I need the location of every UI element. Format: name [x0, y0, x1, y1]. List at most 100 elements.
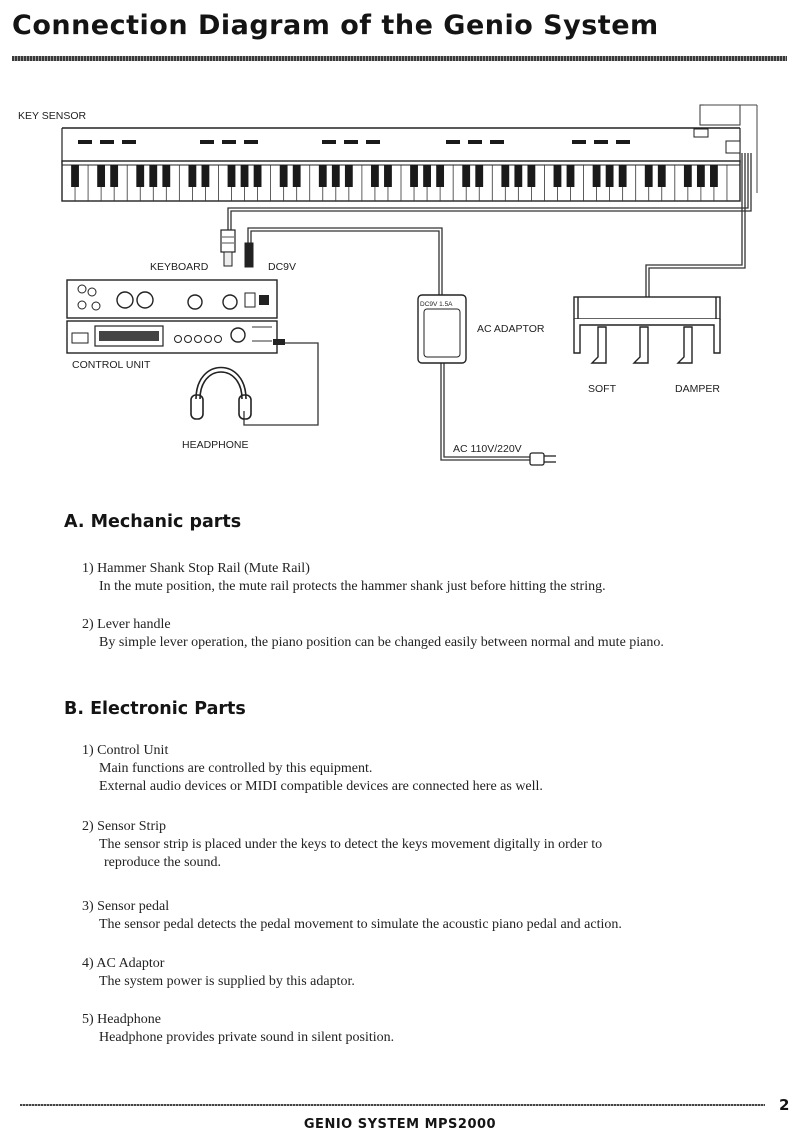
item-text: The sensor strip is placed under the key… — [99, 837, 603, 852]
item-title: 5) Headphone — [82, 1012, 161, 1027]
ac-adaptor-label: AC ADAPTOR — [477, 323, 545, 335]
item-title: 4) AC Adaptor — [82, 956, 165, 971]
dc9v-label: DC9V — [268, 261, 296, 273]
sensor-dash — [366, 140, 380, 144]
soft-label: SOFT — [588, 383, 617, 395]
list-item: 1) Control Unit Main functions are contr… — [82, 742, 543, 796]
item-title: 2) Lever handle — [82, 617, 171, 632]
black-key — [618, 165, 627, 187]
list-item: 3) Sensor pedal The sensor pedal detects… — [82, 898, 622, 934]
adaptor-rating-label: DC9V 1.5A — [420, 301, 453, 308]
sensor-dash — [468, 140, 482, 144]
black-key — [605, 165, 614, 187]
black-key — [188, 165, 197, 187]
title-rule — [12, 56, 787, 61]
footer-rule — [20, 1104, 765, 1106]
item-text: By simple lever operation, the piano pos… — [99, 635, 664, 650]
black-key — [292, 165, 301, 187]
sensor-dash — [244, 140, 258, 144]
sensor-connector — [693, 104, 758, 193]
ac-voltage-label: AC 110V/220V — [453, 443, 522, 455]
black-key — [318, 165, 327, 187]
black-key — [344, 165, 353, 187]
item-text: Main functions are controlled by this eq… — [99, 761, 373, 776]
control-unit-label: CONTROL UNIT — [72, 359, 151, 371]
list-item: 5) Headphone Headphone provides private … — [82, 1011, 394, 1047]
black-key — [410, 165, 418, 187]
dc9v-plug — [244, 242, 254, 268]
black-key — [696, 165, 705, 187]
item-text: External audio devices or MIDI compatibl… — [99, 779, 543, 794]
footer-title: GENIO SYSTEM MPS2000 — [303, 1117, 497, 1132]
sensor-dash — [322, 140, 336, 144]
key-sensor-strip — [61, 127, 741, 163]
list-item: 2) Sensor Strip The sensor strip is plac… — [82, 818, 602, 872]
sensor-dash — [490, 140, 504, 144]
ac-plug-icon — [529, 452, 556, 466]
black-key — [162, 165, 171, 187]
black-key — [201, 165, 210, 187]
black-key — [475, 165, 484, 187]
list-item: 1) Hammer Shank Stop Rail (Mute Rail) In… — [82, 560, 606, 596]
sensor-dash — [344, 140, 358, 144]
sensor-dash — [446, 140, 460, 144]
item-text: The system power is supplied by this ada… — [99, 974, 355, 989]
item-title: 1) Hammer Shank Stop Rail (Mute Rail) — [82, 561, 310, 576]
sensor-dash — [594, 140, 608, 144]
sensor-pedal — [573, 296, 721, 364]
black-key — [227, 165, 236, 187]
control-unit — [66, 279, 285, 354]
black-key — [240, 165, 249, 187]
headphone-icon — [190, 366, 252, 420]
black-key — [149, 165, 158, 187]
headphone-label: HEADPHONE — [182, 439, 249, 451]
black-key — [657, 165, 666, 187]
black-key — [136, 165, 145, 187]
sensor-dash — [200, 140, 214, 144]
item-text: Headphone provides private sound in sile… — [99, 1030, 395, 1045]
black-key — [97, 165, 106, 187]
page-number: 2 — [779, 1096, 790, 1114]
black-key — [71, 165, 79, 187]
black-key — [566, 165, 575, 187]
section-heading-electronic: B. Electronic Parts — [64, 699, 246, 719]
page-title: Connection Diagram of the Genio System — [12, 10, 659, 41]
black-key — [279, 165, 288, 187]
connection-diagram: KEY SENSOR KEYBOARD DC9V CONTROL UNIT — [18, 104, 758, 466]
black-key — [592, 165, 601, 187]
black-key — [384, 165, 392, 187]
section-heading-mechanic: A. Mechanic parts — [64, 512, 242, 532]
list-item: 4) AC Adaptor The system power is suppli… — [82, 955, 355, 991]
sensor-dash — [100, 140, 114, 144]
black-key — [423, 165, 431, 187]
black-keys — [71, 165, 718, 187]
black-key — [683, 165, 692, 187]
black-key — [710, 165, 718, 187]
cables — [227, 153, 752, 461]
keyboard-plug — [220, 229, 236, 267]
item-title: 3) Sensor pedal — [82, 899, 170, 914]
black-key — [514, 165, 523, 187]
item-text: reproduce the sound. — [104, 855, 222, 870]
black-key — [527, 165, 536, 187]
black-key — [553, 165, 562, 187]
item-title: 2) Sensor Strip — [82, 819, 166, 834]
black-key — [331, 165, 340, 187]
sensor-dash — [78, 140, 92, 144]
black-key — [462, 165, 471, 187]
item-text: The sensor pedal detects the pedal movem… — [99, 917, 622, 932]
list-item: 2) Lever handle By simple lever operatio… — [82, 616, 664, 652]
item-title: 1) Control Unit — [82, 743, 169, 758]
sensor-dashes — [78, 140, 630, 144]
black-key — [436, 165, 445, 187]
sensor-dash — [572, 140, 586, 144]
damper-label: DAMPER — [675, 383, 720, 395]
black-key — [371, 165, 379, 187]
sensor-dash — [222, 140, 236, 144]
black-key — [501, 165, 510, 187]
black-key — [110, 165, 119, 187]
item-text: In the mute position, the mute rail prot… — [99, 579, 606, 594]
key-sensor-label: KEY SENSOR — [18, 110, 86, 122]
sensor-dash — [616, 140, 630, 144]
ac-adaptor — [417, 294, 467, 364]
